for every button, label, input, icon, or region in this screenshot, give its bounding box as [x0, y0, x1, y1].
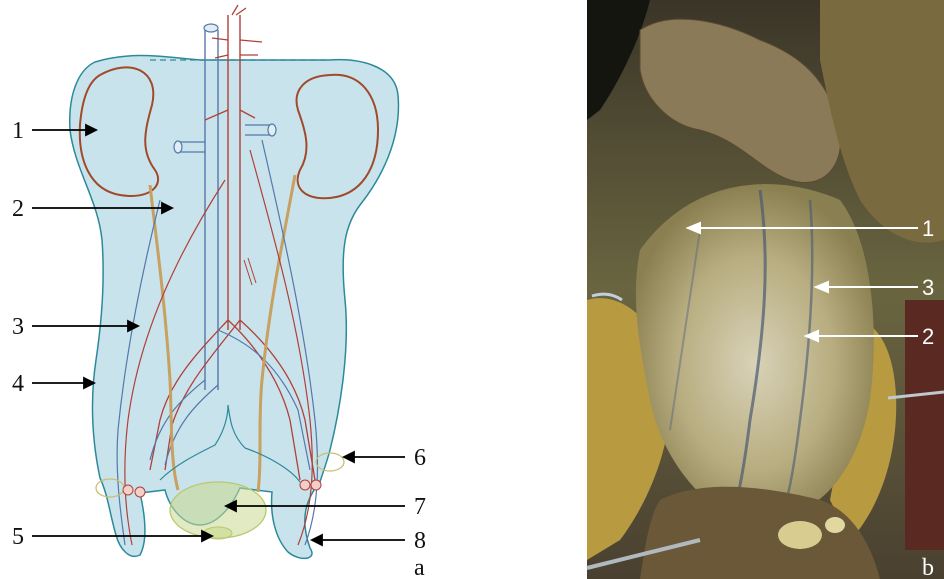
pale-tissue-1	[778, 521, 822, 549]
panel-b-photo: 1 3 2 b	[587, 0, 944, 579]
label-a-1: 1	[12, 118, 24, 144]
label-a-8: 8	[414, 528, 426, 554]
label-a-6: 6	[414, 445, 426, 471]
panel-a-schematic: 1 2 3 4 5 6 7 8 a	[12, 5, 426, 579]
vena-cava-top	[204, 24, 218, 32]
label-a-4: 4	[12, 371, 24, 397]
label-a-7: 7	[414, 494, 426, 520]
panel-b-letter: b	[922, 555, 934, 579]
label-a-3: 3	[12, 314, 24, 340]
left-renal-vein-end	[174, 141, 182, 153]
vessel-end-2	[300, 480, 310, 490]
label-a-2: 2	[12, 196, 24, 222]
label-a-5: 5	[12, 524, 24, 550]
right-renal-vein-end	[268, 124, 276, 136]
vessel-end-3	[311, 480, 321, 490]
label-b-3: 3	[922, 275, 934, 300]
vessel-end-1	[123, 485, 133, 495]
panel-a-letter: a	[414, 555, 425, 579]
label-b-2: 2	[922, 324, 934, 349]
pale-tissue-2	[825, 517, 845, 533]
vessel-end-4	[135, 487, 145, 497]
label-b-1: 1	[922, 216, 934, 241]
